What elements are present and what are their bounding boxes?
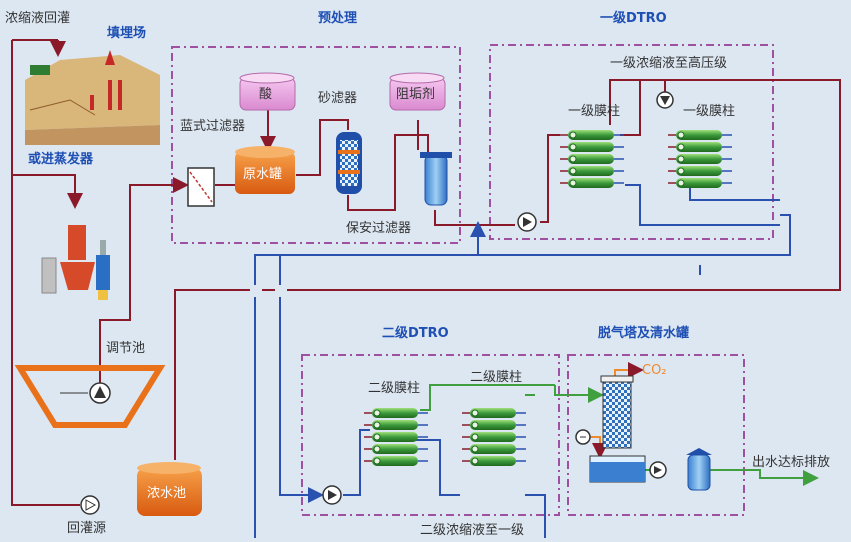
membrane-end-cap — [569, 179, 577, 187]
label-concentrate-pool: 浓水池 — [147, 486, 186, 501]
membrane-module — [470, 456, 516, 466]
sand-filter — [336, 132, 362, 194]
membrane-end-cap — [373, 409, 381, 417]
membrane-module — [470, 420, 516, 430]
label-acid: 酸 — [259, 87, 272, 102]
evaporator-illustration — [41, 225, 110, 300]
membrane-end-cap — [569, 143, 577, 151]
membrane-module — [676, 130, 722, 140]
membrane-end-cap — [677, 167, 685, 175]
membrane-module — [568, 178, 614, 188]
membrane-end-cap — [471, 445, 479, 453]
membrane-module — [568, 154, 614, 164]
membrane-module — [568, 142, 614, 152]
title-degas-clear-tank: 脱气塔及清水罐 — [598, 325, 689, 341]
membrane-module — [372, 444, 418, 454]
regulating-pool — [14, 365, 166, 428]
membrane-end-cap — [677, 131, 685, 139]
membrane-module — [568, 166, 614, 176]
membrane-end-cap — [471, 409, 479, 417]
booster-pump — [656, 91, 674, 109]
label-effluent: 出水达标排放 — [752, 455, 830, 470]
label-sand-filter: 砂滤器 — [318, 91, 357, 106]
label-recharge-source: 回灌源 — [67, 521, 106, 536]
pool-pump-icon — [60, 382, 111, 404]
basket-filter-icon — [187, 167, 215, 207]
pretreatment-box — [171, 46, 461, 244]
membrane-stack-stage2-a — [364, 408, 428, 466]
membrane-stack-stage2-b — [462, 408, 526, 466]
title-dtro-stage1: 一级DTRO — [600, 10, 667, 26]
label-stage2-membrane-b: 二级膜柱 — [470, 370, 522, 385]
label-stage1-membrane-a: 一级膜柱 — [568, 104, 620, 119]
membrane-end-cap — [373, 421, 381, 429]
label-raw-water-tank: 原水罐 — [243, 167, 282, 182]
membrane-module — [470, 432, 516, 442]
label-stage2-membrane-a: 二级膜柱 — [368, 381, 420, 396]
membrane-end-cap — [569, 131, 577, 139]
label-co2: CO₂ — [642, 363, 667, 378]
membrane-end-cap — [677, 179, 685, 187]
membrane-module — [372, 408, 418, 418]
label-concentrate-recharge: 浓缩液回灌 — [5, 10, 70, 26]
degas-box — [567, 354, 745, 516]
membrane-end-cap — [569, 167, 577, 175]
clear-water-pump — [649, 461, 667, 479]
label-stage1-membrane-b: 一级膜柱 — [683, 104, 735, 119]
membrane-end-cap — [471, 421, 479, 429]
degassing-tower — [600, 375, 634, 449]
label-antiscalant: 阻垢剂 — [396, 87, 435, 102]
membrane-stack-stage1-b — [668, 130, 732, 188]
membrane-module — [372, 456, 418, 466]
membrane-module — [470, 444, 516, 454]
antiscalant-tank — [389, 72, 446, 111]
title-dtro-stage2: 二级DTRO — [382, 325, 449, 341]
membrane-module — [470, 408, 516, 418]
blower-icon — [575, 429, 591, 445]
membrane-module — [676, 154, 722, 164]
membrane-end-cap — [471, 433, 479, 441]
membrane-module — [676, 178, 722, 188]
membrane-end-cap — [373, 433, 381, 441]
membrane-end-cap — [471, 457, 479, 465]
membrane-stack-stage1-a — [560, 130, 624, 188]
clear-water-tank — [589, 455, 646, 483]
label-security-filter: 保安过滤器 — [346, 221, 411, 236]
stage2-pump — [322, 485, 342, 505]
concentrate-pool-tank — [137, 462, 202, 516]
acid-tank — [239, 72, 296, 111]
membrane-end-cap — [677, 143, 685, 151]
label-stage1-concentrate: 一级浓缩液至高压级 — [610, 55, 727, 71]
membrane-end-cap — [373, 445, 381, 453]
label-stage2-concentrate: 二级浓缩液至一级 — [420, 522, 524, 538]
label-basket-filter: 蓝式过滤器 — [180, 119, 245, 134]
membrane-end-cap — [677, 155, 685, 163]
membrane-module — [372, 432, 418, 442]
label-landfill: 填埋场 — [107, 25, 146, 41]
recharge-pump — [80, 495, 100, 515]
landfill-illustration — [25, 50, 160, 145]
final-filter — [686, 448, 712, 491]
label-regulating-pool: 调节池 — [106, 341, 145, 356]
membrane-module — [372, 420, 418, 430]
high-pressure-pump-1 — [517, 212, 537, 232]
label-or-evaporator: 或进蒸发器 — [28, 151, 94, 167]
membrane-module — [676, 166, 722, 176]
membrane-end-cap — [569, 155, 577, 163]
dtro-stage1-box — [489, 44, 774, 240]
security-filter — [420, 152, 452, 206]
membrane-end-cap — [373, 457, 381, 465]
membrane-module — [676, 142, 722, 152]
membrane-module — [568, 130, 614, 140]
title-pretreatment: 预处理 — [318, 10, 357, 26]
raw-water-tank — [235, 146, 295, 194]
dtro-stage2-box — [301, 354, 560, 516]
